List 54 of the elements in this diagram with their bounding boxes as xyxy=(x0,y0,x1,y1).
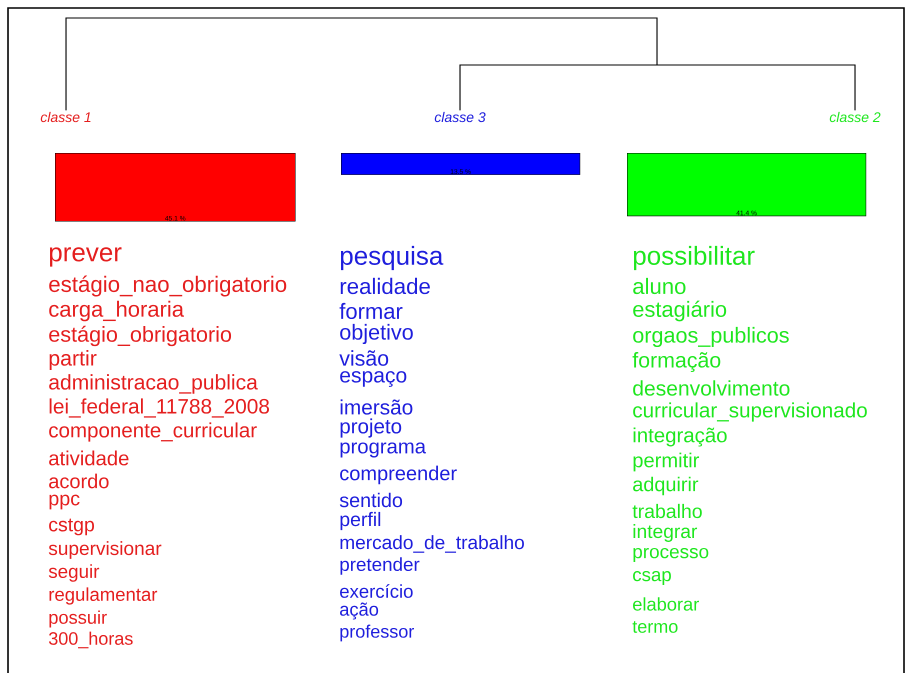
word: pesquisa xyxy=(340,246,444,270)
word: realidade xyxy=(340,278,430,294)
word: supervisionar xyxy=(48,541,162,559)
class-label: classe 3 xyxy=(434,112,486,122)
word: trabalho xyxy=(632,504,702,518)
word: lei_federal_11788_2008 xyxy=(50,398,269,418)
word: programa xyxy=(340,442,426,458)
word: adquirir xyxy=(633,476,698,496)
word: regulamentar xyxy=(50,587,158,605)
word: seguir xyxy=(48,564,100,582)
word: formar xyxy=(340,302,402,320)
word: ppc xyxy=(50,494,80,510)
word: projeto xyxy=(340,418,402,438)
word: visão xyxy=(339,350,388,366)
word: processo xyxy=(633,548,708,562)
word: objetivo xyxy=(340,324,413,344)
word: orgaos_publicos xyxy=(633,326,789,348)
word: pretender xyxy=(340,557,420,575)
word: curricular_supervisionado xyxy=(633,402,867,422)
word: aluno xyxy=(633,278,686,294)
word: professor xyxy=(340,624,414,642)
word: mercado_de_trabalho xyxy=(340,535,524,553)
word: desenvolvimento xyxy=(633,380,790,396)
word: formação xyxy=(632,352,720,372)
word: estágio_nao_obrigatorio xyxy=(49,276,286,296)
dendrogram-branch xyxy=(459,64,856,110)
word: sentido xyxy=(340,492,402,508)
word: acordo xyxy=(49,474,109,488)
class-label: classe 2 xyxy=(830,112,880,122)
word: 300_horas xyxy=(48,632,133,648)
word: permitir xyxy=(634,452,700,472)
word: administracao_publica xyxy=(49,374,258,394)
word: termo xyxy=(632,621,678,633)
word: atividade xyxy=(49,450,128,466)
word: integrar xyxy=(634,524,698,542)
word: imersão xyxy=(340,399,412,415)
word: integração xyxy=(634,427,727,447)
word: ação xyxy=(340,602,378,620)
word: carga_horaria xyxy=(49,300,184,322)
word: elaborar xyxy=(633,597,699,611)
word: csap xyxy=(633,571,671,585)
word: estagiário xyxy=(633,300,726,322)
word: perfil xyxy=(340,512,380,530)
word: componente_curricular xyxy=(49,422,257,442)
word: compreender xyxy=(340,466,457,484)
word: exercício xyxy=(340,584,413,598)
word: espaço xyxy=(340,371,406,387)
word: partir xyxy=(50,350,97,370)
word: prever xyxy=(50,247,122,267)
word: possibilitar xyxy=(634,246,755,270)
class-label: classe 1 xyxy=(40,112,90,122)
word: cstgp xyxy=(49,518,94,536)
word: possuir xyxy=(49,610,107,628)
word: estágio_obrigatorio xyxy=(49,326,232,346)
